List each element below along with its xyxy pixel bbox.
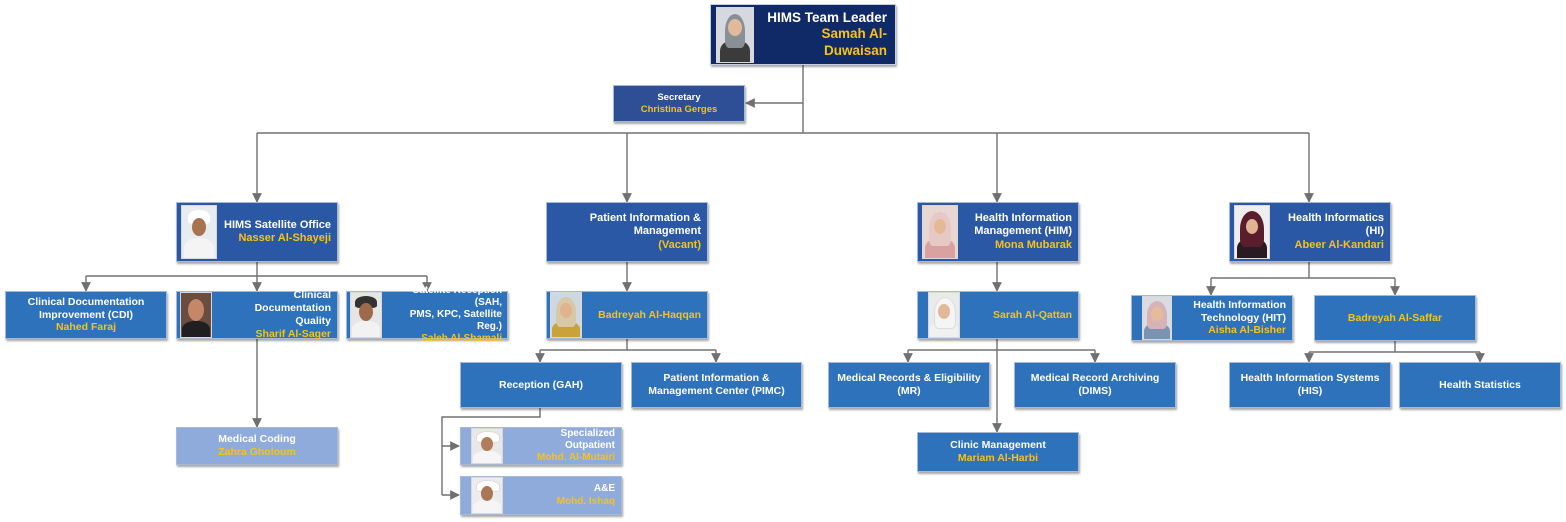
node-medical-record-archiving[interactable]: Medical Record Archiving (DIMS) — [1014, 362, 1176, 408]
his-title-line2: (HIS) — [1297, 385, 1323, 397]
coding-name: Zahra Gholoum — [218, 446, 296, 458]
cdq-title-line2: Quality — [295, 315, 331, 327]
node-pimc[interactable]: Patient Information & Management Center … — [631, 362, 802, 408]
dims-title-line1: Medical Record Archiving — [1030, 372, 1160, 385]
cdq-title-line1: Clinical Documentation — [254, 289, 331, 315]
node-medical-coding[interactable]: Medical Coding Zahra Gholoum — [176, 427, 338, 465]
node-patient-information-management[interactable]: Patient Information & Management (Vacant… — [546, 202, 708, 262]
avatar-aisha — [1142, 296, 1172, 340]
coding-title: Medical Coding — [218, 433, 296, 446]
pimc-title-line1: Patient Information & — [663, 372, 770, 385]
specialized-name: Mohd. Al-Mutairi — [537, 452, 615, 464]
hi-title-line2: (HI) — [1365, 225, 1384, 238]
pim-name: (Vacant) — [658, 238, 701, 251]
avatar-mohd-mutairi — [471, 428, 503, 464]
cdi-title-line2: Improvement (CDI) — [39, 308, 133, 321]
ae-title: A&E — [593, 483, 615, 495]
node-cdq[interactable]: Clinical Documentation Quality Sharif Al… — [176, 289, 338, 340]
dims-title-line2: (DIMS) — [1078, 385, 1112, 397]
node-cdi[interactable]: Clinical Documentation Improvement (CDI)… — [5, 291, 167, 339]
hi-title-line1: Health Informatics — [1288, 211, 1384, 224]
avatar-sarah — [928, 292, 960, 338]
him-name: Mona Mubarak — [994, 238, 1072, 251]
satrec-title-line2: PMS, KPC, Satellite Reg.) — [409, 308, 502, 333]
node-health-statistics[interactable]: Health Statistics — [1399, 362, 1561, 408]
cdi-name: Nahed Faraj — [55, 321, 117, 334]
avatar-samah — [716, 6, 754, 63]
ae-name: Mohd. Ishaq — [556, 495, 615, 507]
satellite-name: Nasser Al-Shayeji — [238, 232, 331, 244]
node-clinic-management[interactable]: Clinic Management Mariam Al-Harbi — [917, 432, 1079, 472]
avatar-mona — [922, 205, 958, 259]
specialized-title: Specialized Outpatient — [560, 427, 615, 451]
avatar-nasser — [181, 205, 217, 259]
node-secretary[interactable]: Secretary Christina Gerges — [613, 85, 745, 122]
node-badreyah-al-haqqan[interactable]: Badreyah Al-Haqqan — [546, 291, 708, 339]
node-satellite-reception[interactable]: Satellite Reception (SAH, PMS, KPC, Sate… — [346, 285, 508, 344]
hit-title-line1: Health Information — [1193, 298, 1286, 311]
cdq-name: Sharif Al-Sager — [255, 327, 331, 340]
avatar-abeer — [1234, 205, 1270, 259]
cdi-title-line1: Clinical Documentation — [27, 295, 145, 308]
avatar-saleh — [350, 292, 382, 338]
badreyah-s-name: Badreyah Al-Saffar — [1347, 311, 1443, 324]
him-title-line1: Health Information — [974, 211, 1072, 224]
hit-name: Aisha Al-Bisher — [1208, 324, 1286, 337]
satellite-title: HIMS Satellite Office — [224, 218, 331, 231]
node-badreyah-al-saffar[interactable]: Badreyah Al-Saffar — [1314, 295, 1476, 341]
avatar-badreyah-h — [550, 292, 582, 338]
leader-title: HIMS Team Leader — [767, 9, 887, 25]
avatar-mohd-ishaq — [471, 477, 503, 514]
reception-title: Reception (GAH) — [499, 378, 583, 391]
node-specialized-outpatient[interactable]: Specialized Outpatient Mohd. Al-Mutairi — [460, 427, 622, 465]
node-medical-records-eligibility[interactable]: Medical Records & Eligibility (MR) — [828, 362, 990, 408]
satrec-title-line1: Satellite Reception (SAH, — [412, 284, 502, 308]
node-ae[interactable]: A&E Mohd. Ishaq — [460, 476, 622, 515]
pim-title-line2: Management — [633, 225, 701, 238]
hit-title-line2: Technology (HIT) — [1201, 311, 1286, 324]
node-health-informatics[interactable]: Health Informatics (HI) Abeer Al-Kandari — [1229, 202, 1391, 262]
node-hims-satellite-office[interactable]: HIMS Satellite Office Nasser Al-Shayeji — [176, 202, 338, 262]
his-title-line1: Health Information Systems — [1240, 372, 1380, 385]
badreyah-h-name: Badreyah Al-Haqqan — [598, 308, 701, 321]
node-reception-gah[interactable]: Reception (GAH) — [460, 362, 622, 408]
node-sarah-al-qattan[interactable]: Sarah Al-Qattan — [917, 291, 1079, 339]
pimc-title-line2: Management Center (PIMC) — [648, 385, 785, 397]
secretary-title: Secretary — [657, 91, 701, 103]
mr-title-line1: Medical Records & Eligibility — [837, 372, 981, 385]
mr-title-line2: (MR) — [897, 385, 921, 397]
avatar-sharif — [180, 292, 212, 338]
connector-reception-trunk — [441, 408, 541, 495]
clinic-name: Mariam Al-Harbi — [957, 452, 1039, 464]
clinic-title: Clinic Management — [950, 439, 1046, 452]
satrec-name: Saleh Al-Shamali — [421, 333, 502, 345]
secretary-name: Christina Gerges — [640, 103, 718, 115]
stats-title: Health Statistics — [1439, 378, 1521, 391]
node-team-leader[interactable]: HIMS Team Leader Samah Al-Duwaisan — [710, 4, 896, 65]
node-health-information-technology[interactable]: Health Information Technology (HIT) Aish… — [1131, 295, 1293, 341]
leader-name: Samah Al-Duwaisan — [821, 26, 887, 58]
node-health-information-management[interactable]: Health Information Management (HIM) Mona… — [917, 202, 1079, 262]
hi-name: Abeer Al-Kandari — [1294, 238, 1384, 251]
node-health-information-systems[interactable]: Health Information Systems (HIS) — [1229, 362, 1391, 408]
sarah-name: Sarah Al-Qattan — [993, 308, 1072, 321]
him-title-line2: Management (HIM) — [974, 225, 1072, 238]
pim-title-line1: Patient Information & — [589, 211, 701, 224]
